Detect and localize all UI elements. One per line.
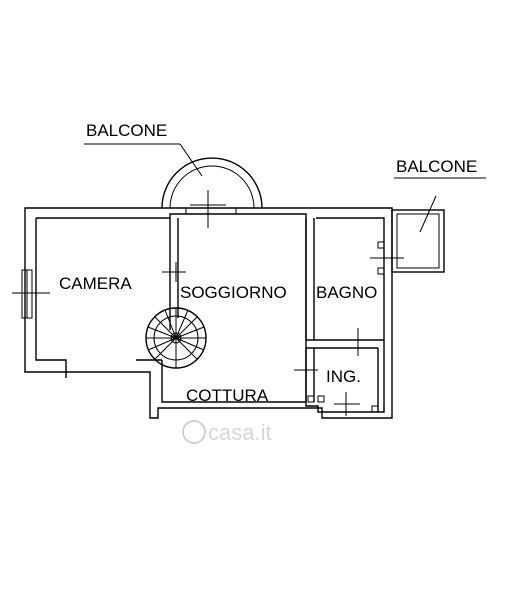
room-label-ingresso: ING.: [326, 367, 361, 386]
interior-walls: [136, 218, 384, 412]
section-markers: [12, 190, 404, 416]
balcony-label-right: BALCONE: [396, 157, 477, 176]
watermark: casa.it: [182, 420, 272, 445]
balcony-label-left: BALCONE: [86, 121, 167, 140]
camera-window: [21, 269, 33, 319]
balcony-right: [391, 209, 445, 273]
balcony-left: [161, 157, 263, 214]
room-label-camera: CAMERA: [59, 274, 132, 293]
leader-lines: [84, 143, 486, 233]
room-label-soggiorno: SOGGIORNO: [180, 283, 287, 302]
door-marks: [307, 241, 385, 413]
watermark-text: casa.it: [208, 420, 272, 445]
spiral-staircase: [145, 307, 207, 369]
room-label-cottura: COTTURA: [186, 386, 269, 405]
room-label-bagno: BAGNO: [316, 283, 377, 302]
